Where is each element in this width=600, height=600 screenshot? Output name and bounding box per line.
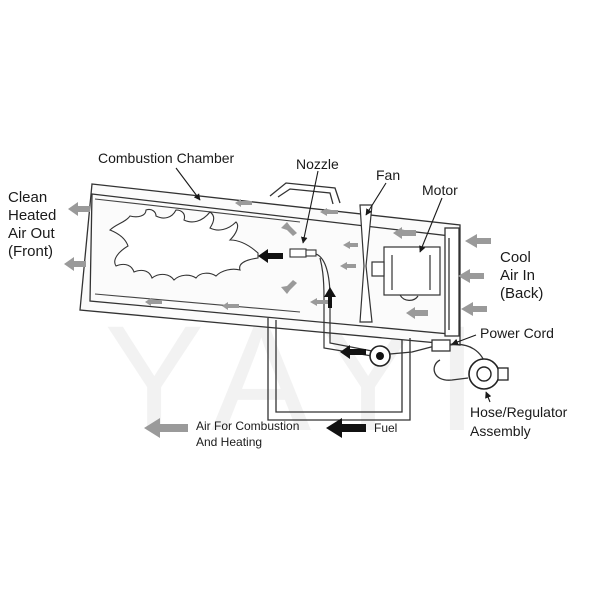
combustion-chamber — [94, 198, 301, 313]
nozzle — [289, 248, 317, 258]
flame-icon — [109, 208, 259, 281]
air-arrow-icon — [281, 280, 297, 294]
label-hose-regulator-1: Hose/Regulator — [470, 404, 568, 420]
legend-fuel-arrow-icon — [326, 418, 366, 438]
fuel-arrow-icon — [340, 345, 366, 359]
fuel-arrow-icon — [258, 249, 283, 263]
air-arrow-icon — [461, 302, 487, 316]
legend-fuel-label: Fuel — [374, 421, 397, 435]
air-arrow-icon — [343, 241, 358, 249]
air-arrow-icon — [145, 298, 162, 306]
leader-lines — [175, 167, 492, 403]
label-motor: Motor — [422, 182, 458, 198]
air-arrow-icon — [222, 302, 239, 310]
fuel-arrow-icon — [324, 287, 336, 308]
legend-air-label-2: And Heating — [196, 435, 262, 449]
label-clean-heated-3: Air Out — [8, 225, 56, 242]
air-arrow-icon — [281, 222, 297, 236]
label-combustion-chamber: Combustion Chamber — [98, 150, 235, 166]
fuel-arrows — [258, 249, 366, 438]
air-arrow-icon — [235, 199, 252, 207]
air-arrow-icon — [406, 307, 428, 319]
label-hose-regulator-2: Assembly — [470, 423, 531, 439]
legend-air-arrow-icon — [144, 418, 188, 438]
motor — [371, 246, 441, 301]
air-arrow-icon — [458, 269, 484, 283]
air-arrows — [64, 199, 491, 438]
air-arrow-icon — [310, 298, 328, 306]
label-clean-heated-1: Clean — [8, 189, 47, 206]
label-cool-air-3: (Back) — [500, 285, 543, 302]
fuel-connector — [369, 345, 391, 367]
label-clean-heated-2: Heated — [8, 207, 56, 224]
label-nozzle: Nozzle — [296, 156, 339, 172]
air-arrow-icon — [320, 208, 338, 216]
air-arrow-icon — [64, 257, 86, 271]
label-fan: Fan — [376, 167, 400, 183]
hose-regulator-assembly — [433, 358, 509, 390]
label-power-cord: Power Cord — [480, 325, 554, 341]
legend-air-label-1: Air For Combustion — [196, 419, 299, 433]
label-cool-air-2: Air In — [500, 267, 535, 284]
label-clean-heated-4: (Front) — [8, 243, 53, 260]
air-arrow-icon — [465, 234, 491, 248]
air-arrow-icon — [340, 262, 356, 270]
air-arrow-icon — [393, 227, 416, 239]
label-cool-air-1: Cool — [500, 249, 531, 266]
air-arrow-icon — [68, 202, 90, 216]
